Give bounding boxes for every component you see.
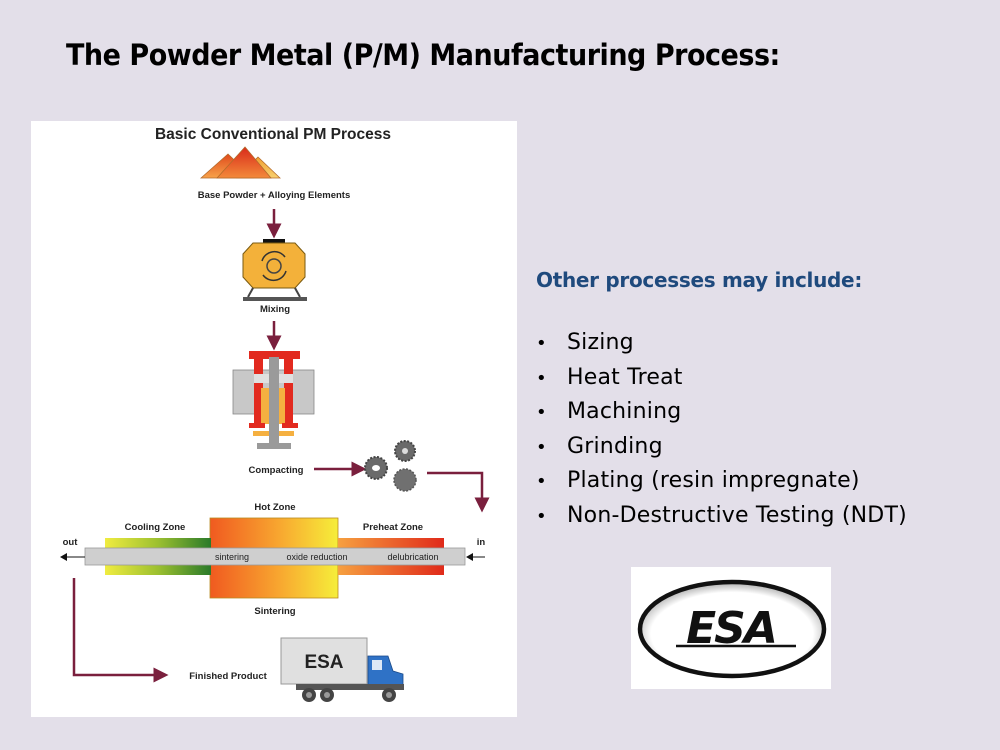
bullet-icon: • bbox=[536, 505, 547, 527]
list-item-text: Heat Treat bbox=[567, 364, 683, 390]
gears-icon bbox=[364, 440, 417, 492]
mixer-icon bbox=[242, 239, 307, 301]
bullet-icon: • bbox=[536, 333, 547, 354]
hot-zone-label: Hot Zone bbox=[254, 502, 295, 513]
step-label-powder: Base Powder + Alloying Elements bbox=[198, 190, 351, 201]
logo-text: ESA bbox=[686, 603, 776, 654]
in-label: in bbox=[477, 537, 486, 548]
list-item: • Non-Destructive Testing (NDT) bbox=[536, 499, 907, 534]
step-label-sintering: Sintering bbox=[254, 606, 295, 617]
list-item: • Grinding bbox=[536, 430, 907, 465]
slide-title: The Powder Metal (P/M) Manufacturing Pro… bbox=[66, 38, 780, 72]
list-item-text: Grinding bbox=[567, 433, 663, 459]
bullet-icon: • bbox=[536, 367, 547, 389]
step-label-compacting: Compacting bbox=[249, 465, 304, 476]
diagram-title: Basic Conventional PM Process bbox=[155, 126, 391, 143]
cooling-zone-label: Cooling Zone bbox=[125, 522, 186, 533]
stage-label-oxide-reduction: oxide reduction bbox=[286, 552, 347, 562]
list-item-text: Plating (resin impregnate) bbox=[567, 468, 860, 493]
list-item: • Machining bbox=[536, 395, 907, 430]
stage-label-delubrication: delubrication bbox=[387, 552, 438, 562]
pm-process-diagram: Basic Conventional PM Process Base Powde… bbox=[31, 121, 517, 717]
list-item-text: Sizing bbox=[567, 330, 634, 355]
out-label: out bbox=[63, 537, 79, 548]
list-item-text: Non-Destructive Testing (NDT) bbox=[567, 502, 907, 528]
list-item: • Sizing bbox=[536, 326, 907, 361]
other-processes-list: • Sizing • Heat Treat • Machining • Grinding… bbox=[536, 326, 907, 533]
arrow-furnace-to-finished bbox=[72, 578, 169, 683]
bullet-icon: • bbox=[536, 471, 547, 492]
compaction-press-icon bbox=[232, 351, 315, 449]
bullet-icon: • bbox=[536, 402, 547, 423]
delivery-truck-icon: ESA bbox=[280, 637, 404, 702]
bullet-icon: • bbox=[536, 436, 547, 458]
list-item-text: Machining bbox=[567, 399, 682, 424]
sintering-furnace bbox=[84, 517, 466, 599]
powder-piles-icon bbox=[199, 146, 281, 179]
arrow-parts-to-furnace bbox=[427, 471, 490, 513]
logo-oval bbox=[637, 579, 827, 679]
in-arrowhead bbox=[466, 553, 473, 561]
truck-esa-label: ESA bbox=[304, 652, 343, 673]
step-label-finished-product: Finished Product bbox=[189, 671, 267, 682]
other-processes-heading: Other processes may include: bbox=[536, 268, 863, 292]
esa-logo: ESA bbox=[631, 567, 831, 689]
step-label-mixing: Mixing bbox=[260, 304, 290, 315]
out-arrowhead bbox=[60, 553, 67, 561]
list-item: • Plating (resin impregnate) bbox=[536, 464, 907, 499]
list-item: • Heat Treat bbox=[536, 361, 907, 396]
preheat-zone-label: Preheat Zone bbox=[363, 522, 423, 533]
stage-label-sintering: sintering bbox=[215, 552, 249, 562]
